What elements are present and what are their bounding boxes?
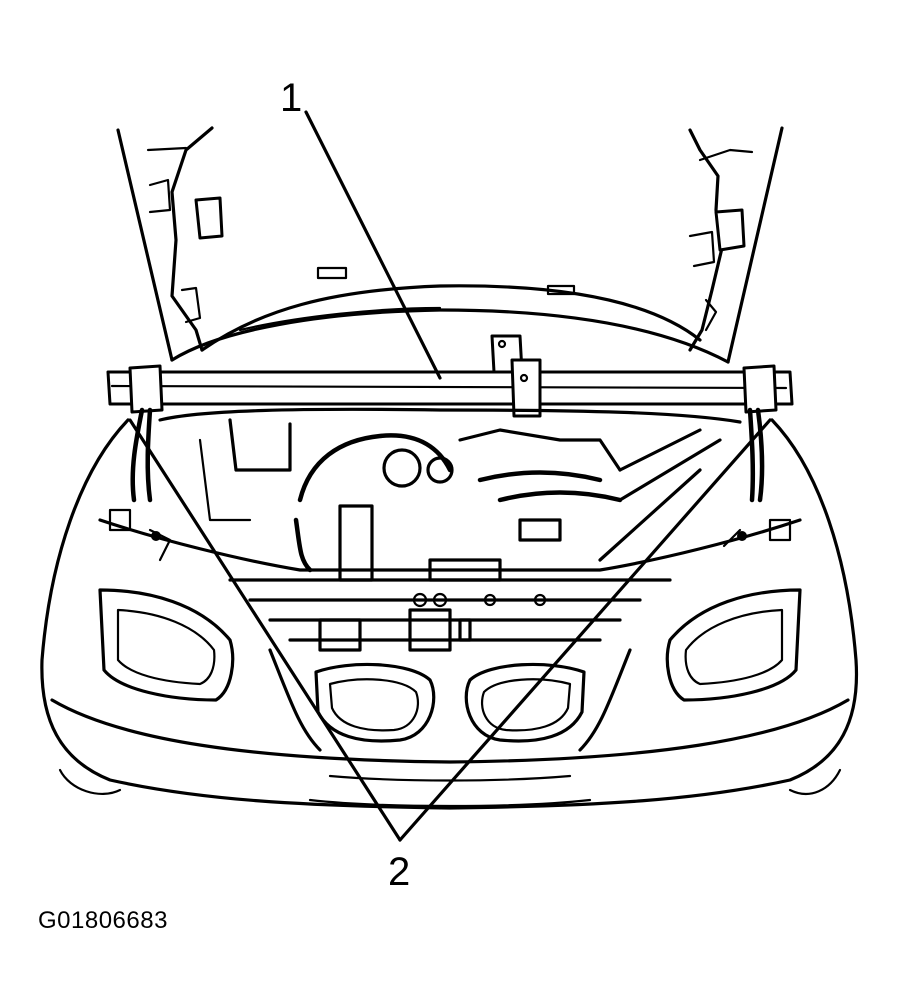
callout-label-2: 2	[388, 850, 411, 894]
figure-id-label: G01806683	[38, 907, 168, 934]
engine-bay-components	[98, 407, 802, 652]
callout-label-1: 1	[280, 76, 303, 120]
vehicle-front-body	[40, 418, 859, 810]
support-bar-tool	[106, 334, 794, 503]
leader-lines	[128, 110, 772, 842]
raised-hood	[116, 126, 784, 364]
headlamps	[98, 588, 802, 702]
front-grille	[268, 648, 632, 752]
